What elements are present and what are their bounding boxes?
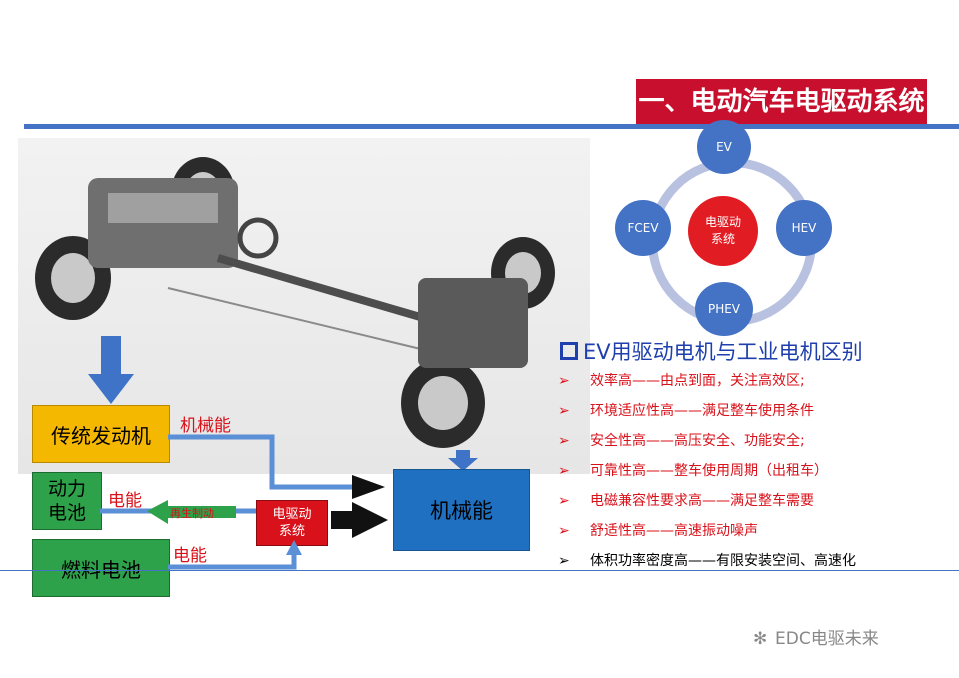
title-rule — [24, 124, 959, 129]
battery-box: 动力 电池 — [32, 472, 102, 530]
watermark: ✻EDC电驱未来 — [753, 629, 879, 649]
regen-label: 再生制动 — [170, 507, 214, 520]
engine-box: 传统发动机 — [32, 405, 170, 463]
feature-item: ➢体积功率密度高——有限安装空间、高速化 — [558, 553, 856, 569]
circle-ev: EV — [697, 120, 751, 174]
arrow-bullet-icon: ➢ — [558, 463, 570, 479]
circle-center: 电驱动 系统 — [688, 196, 758, 266]
drive-system-box: 电驱动 系统 — [256, 500, 328, 546]
fuel-electric-label: 电能 — [173, 546, 207, 566]
down-arrow-engine — [88, 336, 134, 404]
feature-item: ➢可靠性高——整车使用周期（出租车） — [558, 463, 828, 479]
wechat-icon: ✻ — [753, 629, 768, 649]
mech-energy-label: 机械能 — [180, 416, 231, 436]
feature-item: ➢效率高——由点到面，关注高效区; — [558, 373, 805, 389]
feature-item: ➢安全性高——高压安全、功能安全; — [558, 433, 805, 449]
features-heading: EV用驱动电机与工业电机区别 — [583, 340, 863, 364]
bullet-square-icon — [560, 342, 578, 360]
arrow-bullet-icon: ➢ — [558, 373, 570, 389]
feature-item: ➢电磁兼容性要求高——满足整车需要 — [558, 493, 814, 509]
down-arrow-mech — [448, 450, 478, 471]
circle-fcev: FCEV — [615, 200, 671, 256]
fuel-cell-box: 燃料电池 — [32, 539, 170, 597]
arrow-bullet-icon: ➢ — [558, 403, 570, 419]
circle-phev: PHEV — [695, 282, 753, 336]
circle-hev: HEV — [776, 200, 832, 256]
arrow-bullet-icon: ➢ — [558, 433, 570, 449]
arrow-bullet-icon: ➢ — [558, 523, 570, 539]
bottom-rule — [0, 570, 959, 571]
mechanical-energy-box: 机械能 — [393, 469, 530, 551]
battery-electric-label: 电能 — [108, 491, 142, 511]
arrow-bullet-icon: ➢ — [558, 553, 570, 569]
chassis-illustration — [18, 138, 590, 474]
feature-item: ➢舒适性高——高速振动噪声 — [558, 523, 758, 539]
slide-title: 一、电动汽车电驱动系统 — [636, 79, 927, 126]
feature-item: ➢环境适应性高——满足整车使用条件 — [558, 403, 814, 419]
arrow-bullet-icon: ➢ — [558, 493, 570, 509]
